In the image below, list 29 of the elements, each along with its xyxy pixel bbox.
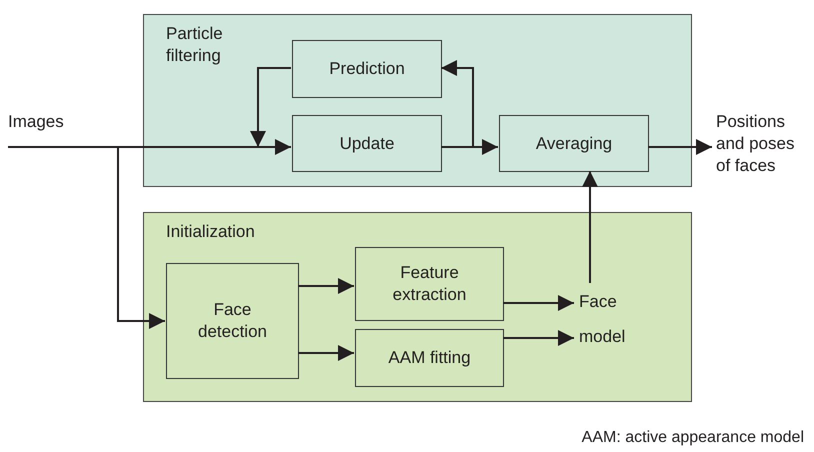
box-label: AAM fitting — [387, 347, 472, 369]
process-box — [355, 329, 504, 387]
process-panel — [143, 212, 692, 402]
process-box — [166, 263, 299, 379]
process-box — [292, 115, 442, 172]
arrow — [648, 139, 712, 155]
box-label: Averaging — [534, 132, 614, 154]
process-panel — [143, 14, 692, 187]
arrow — [298, 278, 354, 294]
arrow — [503, 295, 574, 311]
box-label: Feature extraction — [392, 262, 468, 306]
arrow — [441, 60, 474, 148]
box-label: Update — [338, 132, 396, 154]
arrow — [298, 345, 354, 361]
arrow — [8, 146, 165, 329]
output-label: Face model — [578, 291, 626, 348]
arrow — [582, 171, 598, 283]
process-box — [292, 40, 442, 98]
note: AAM: active appearance model — [582, 428, 804, 448]
input-label: Images — [8, 111, 65, 133]
process-box — [355, 247, 504, 321]
process-box — [499, 115, 649, 172]
panel-title: Particle filtering — [166, 23, 224, 67]
panel-title: Initialization — [166, 221, 256, 243]
box-label: Prediction — [328, 58, 406, 80]
arrow — [250, 67, 291, 147]
box-label: Face detection — [197, 299, 268, 343]
output-label: Positions and poses of faces — [715, 111, 796, 177]
arrow — [503, 330, 574, 346]
